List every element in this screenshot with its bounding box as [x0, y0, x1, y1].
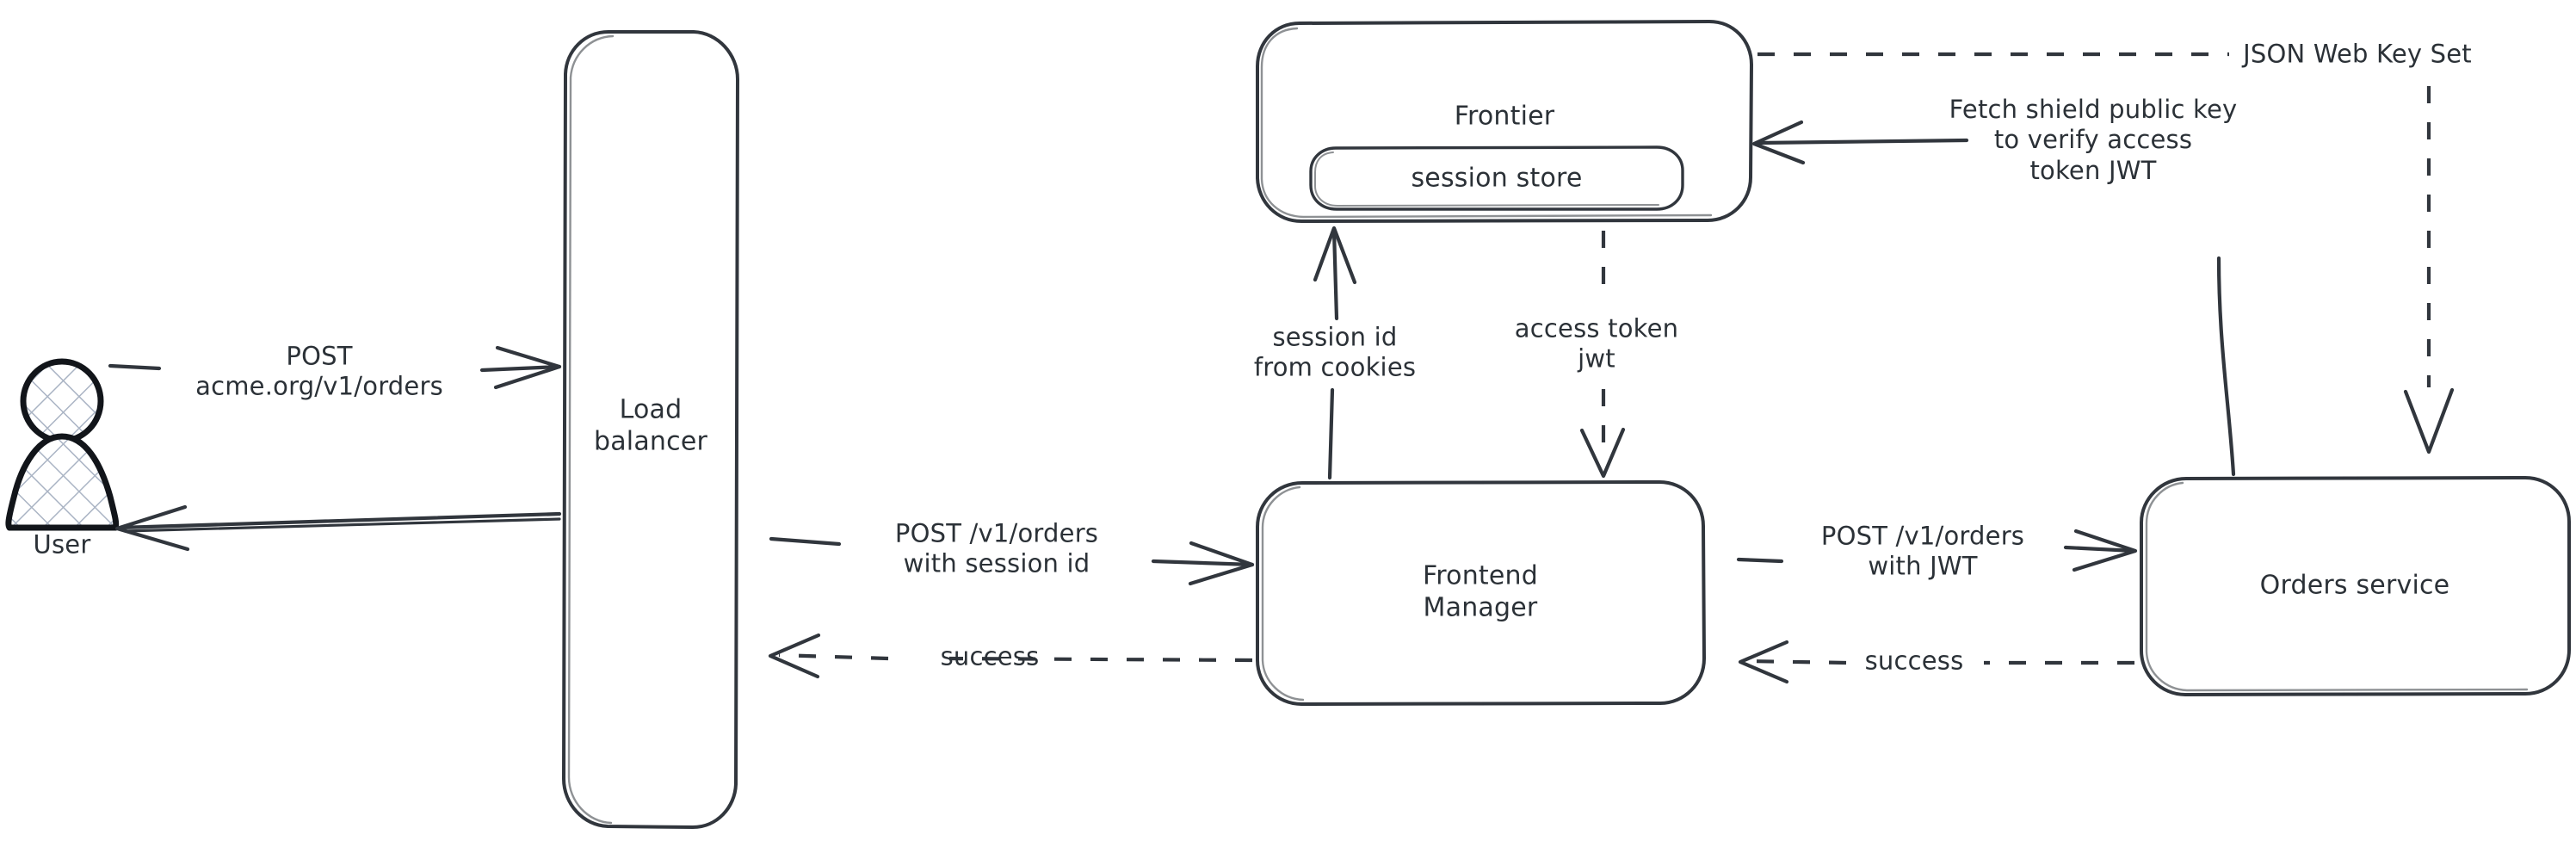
edge-load-balancer-to-user	[114, 504, 562, 552]
frontend-manager-shape	[1256, 480, 1706, 706]
edge-frontend-manager-to-orders-service	[1736, 529, 2138, 572]
edge-user-to-load-balancer	[108, 345, 562, 390]
edge-frontend-manager-to-load-balancer	[768, 633, 1253, 679]
user-avatar-icon	[5, 358, 120, 531]
session-store-shape	[1309, 145, 1684, 211]
frontier-shape	[1256, 20, 1753, 223]
edge-frontier-to-frontend-manager	[1579, 231, 1626, 479]
orders-service-shape	[2140, 476, 2571, 696]
edge-load-balancer-to-frontend-manager	[769, 536, 1255, 586]
edge-frontier-to-orders-service	[1757, 52, 2455, 454]
edge-frontend-manager-to-frontier	[1313, 226, 1357, 480]
edge-orders-service-to-frontier	[1751, 120, 2236, 477]
edge-orders-service-to-frontend-manager	[1738, 640, 2134, 684]
load-balancer-shape	[562, 30, 739, 829]
